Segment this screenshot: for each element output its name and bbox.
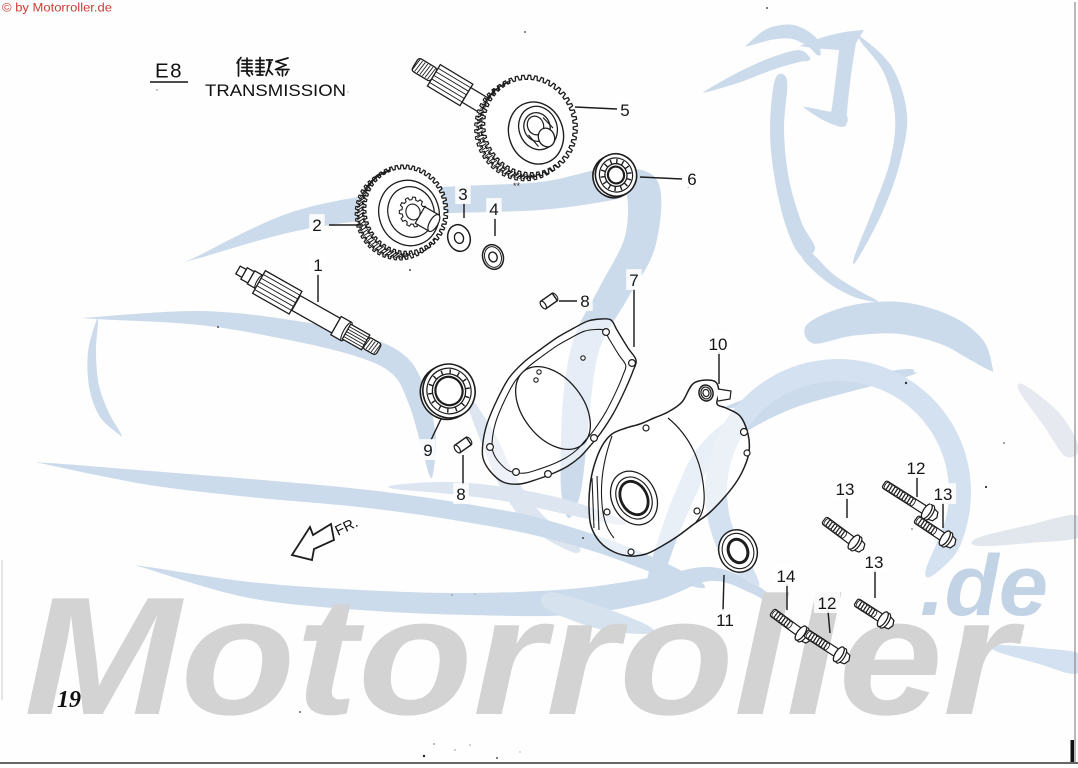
svg-text:3: 3 (458, 185, 467, 204)
svg-text:11: 11 (716, 611, 734, 630)
svg-text:12: 12 (907, 459, 926, 478)
svg-text:10: 10 (709, 335, 728, 354)
svg-text:14: 14 (777, 567, 796, 586)
svg-text:Motorroller: Motorroller (24, 562, 1026, 750)
svg-text:19: 19 (57, 687, 81, 713)
svg-text:13: 13 (934, 485, 953, 504)
svg-text:© by Motorroller.de: © by Motorroller.de (2, 3, 112, 15)
svg-text:1: 1 (313, 256, 322, 275)
svg-text:13: 13 (865, 553, 884, 572)
svg-text:6: 6 (687, 170, 696, 189)
svg-text:9: 9 (423, 441, 432, 460)
svg-text:.de: .de (920, 538, 1048, 634)
svg-text:.: . (687, 181, 689, 190)
svg-text:4: 4 (489, 200, 498, 219)
svg-text:8: 8 (580, 292, 589, 311)
svg-text:TRANSMISSION: TRANSMISSION (205, 82, 346, 100)
svg-text:2: 2 (312, 216, 321, 235)
svg-text:5: 5 (620, 101, 629, 120)
svg-text:E8: E8 (155, 60, 183, 83)
svg-text:8: 8 (456, 485, 465, 504)
svg-text:**: ** (513, 181, 521, 191)
svg-text:7: 7 (629, 271, 638, 290)
svg-text:13: 13 (836, 480, 855, 499)
svg-text:12: 12 (818, 594, 837, 613)
